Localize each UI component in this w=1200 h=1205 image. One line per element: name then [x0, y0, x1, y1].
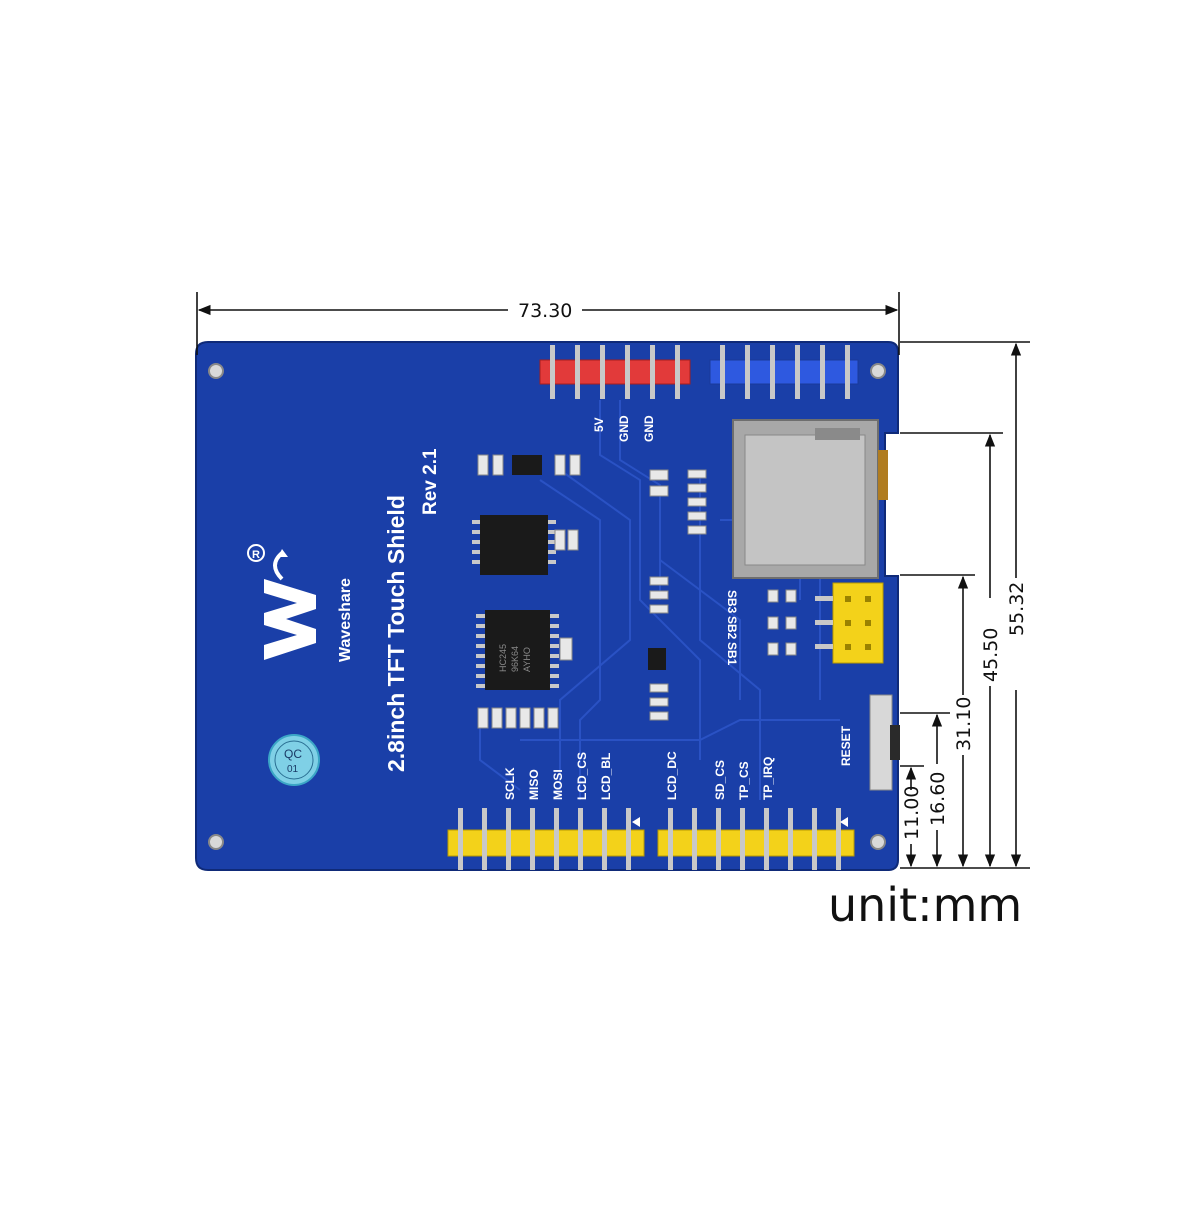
chip-label: AYHO — [522, 647, 532, 672]
svg-text:R: R — [252, 549, 260, 561]
sb-label: SB3 — [725, 590, 739, 614]
board-outline — [195, 341, 899, 871]
pin-label-lcd-cs: LCD_CS — [575, 752, 589, 800]
dim-width: 73.30 — [518, 300, 572, 322]
power-label-gnd: GND — [617, 415, 631, 442]
dim-45-50: 45.50 — [980, 628, 1002, 682]
brand-label: Waveshare — [337, 578, 354, 662]
qc-sticker: QC 01 — [268, 734, 320, 786]
pin-label-lcd-dc: LCD_DC — [665, 751, 679, 800]
power-header: 5V GND GND — [539, 345, 691, 442]
mount-hole — [870, 363, 886, 379]
dim-11-00: 11.00 — [901, 786, 923, 840]
passive-components — [477, 454, 797, 729]
pin-label-mosi: MOSI — [551, 769, 565, 800]
pin-label-tp-cs: TP_CS — [737, 761, 751, 800]
pin-label-sclk: SCLK — [503, 767, 517, 800]
dim-16-60: 16.60 — [927, 772, 949, 826]
qc-number: 01 — [287, 764, 299, 775]
sb-label: SB1 — [725, 642, 739, 666]
icsp-header — [815, 582, 884, 664]
digital-header-left — [447, 808, 645, 870]
unit-label: unit:mm — [828, 878, 1023, 932]
chip-label: 96K64 — [510, 646, 520, 672]
transistor — [512, 455, 542, 475]
sd-card-slot — [732, 419, 888, 579]
waveshare-logo — [264, 549, 316, 660]
registered-mark: R — [247, 544, 265, 562]
mount-hole — [208, 363, 224, 379]
reset-button: RESET — [839, 694, 900, 791]
pin-label-sd-cs: SD_CS — [713, 760, 727, 800]
pin-label-tp-irq: TP_IRQ — [761, 757, 775, 800]
board-revision: Rev 2.1 — [420, 448, 441, 515]
qc-label: QC — [284, 747, 302, 761]
dimension-lines — [196, 292, 1030, 869]
board-title: 2.8inch TFT Touch Shield — [383, 495, 409, 772]
reset-label: RESET — [839, 725, 853, 766]
power-label-5v: 5V — [592, 417, 606, 432]
sb-label: SB2 — [725, 616, 739, 640]
dim-31-10: 31.10 — [953, 697, 975, 751]
ic-chip-top — [472, 515, 556, 575]
pin-label-miso: MISO — [527, 769, 541, 800]
analog-header — [709, 345, 859, 399]
dim-height-total: 55.32 — [1006, 582, 1028, 636]
transistor — [648, 648, 666, 670]
chip-label: HC245 — [498, 644, 508, 672]
mount-hole — [208, 834, 224, 850]
ic-chip-hc245: HC245 96K64 AYHO — [476, 610, 559, 690]
pin-label-lcd-bl: LCD_BL — [599, 753, 613, 800]
digital-header-right — [657, 808, 855, 870]
mount-hole — [870, 834, 886, 850]
power-label-gnd: GND — [642, 415, 656, 442]
